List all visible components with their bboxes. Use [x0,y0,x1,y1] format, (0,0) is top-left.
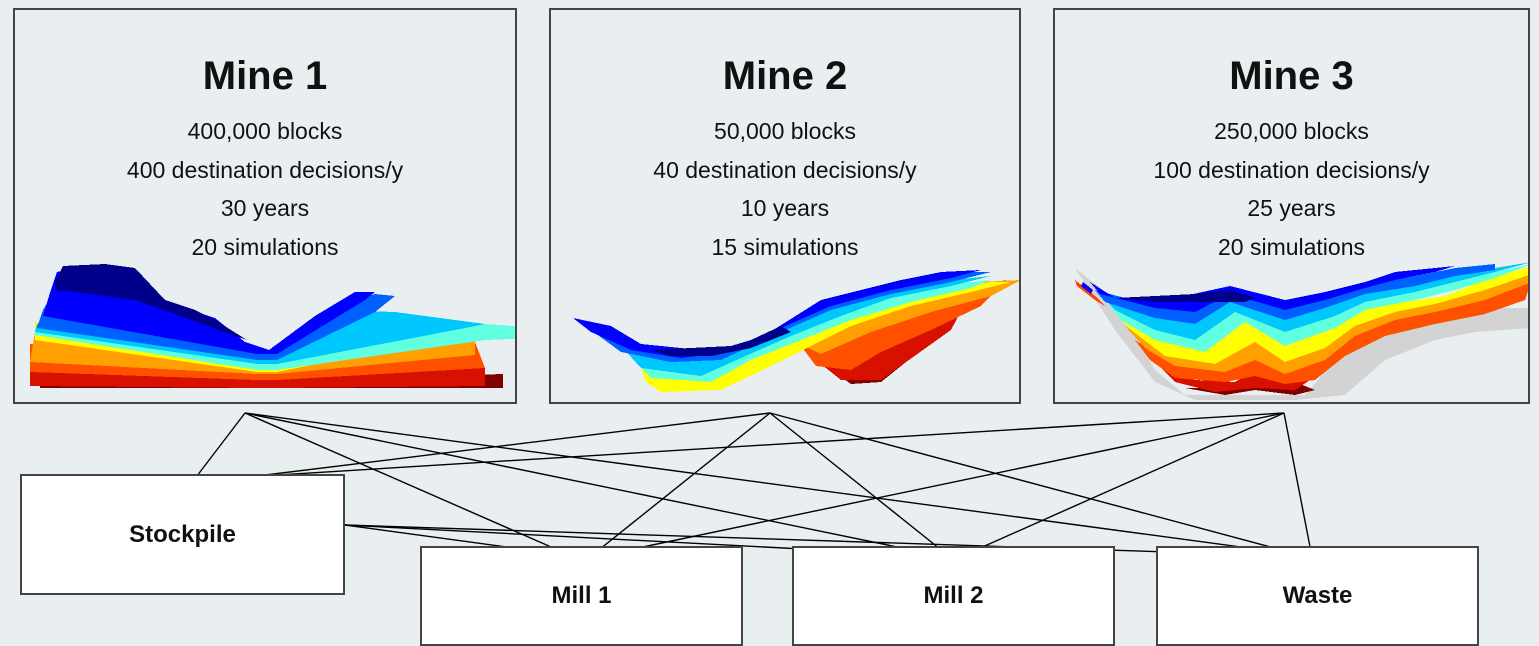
mine-decisions: 40 destination decisions/y [653,156,917,183]
arrow-mine1-mill2 [244,412,947,561]
mine-years: 10 years [740,195,830,221]
mine-3-pit-section [1075,262,1528,400]
arrow-mine3-mill2 [959,412,1285,558]
mine-blocks: 250,000 blocks [1214,118,1369,144]
stockpile-label: Stockpile [129,520,236,548]
mine-stats: 250,000 blocks 100 destination decisions… [1055,112,1528,266]
mine-1-pit-section [30,264,515,388]
arrow-mine3-mill1 [594,412,1285,561]
mill-1-box: Mill 1 [420,546,743,646]
mine-stats: 400,000 blocks 400 destination decisions… [15,112,515,266]
mine-title: Mine 2 [722,54,848,98]
mine-2-panel: Mine 2 50,000 blocks 40 destination deci… [549,8,1021,404]
mine-stats: 50,000 blocks 40 destination decisions/y… [551,112,1019,266]
mine-title: Mine 1 [202,54,328,98]
mine-years: 25 years [1247,195,1336,221]
mine-title: Mine 3 [1229,54,1354,98]
stockpile-box: Stockpile [20,474,345,595]
mine-simulations: 20 simulations [1217,233,1366,260]
mine-2-pit-section [573,270,1019,392]
mine-blocks: 50,000 blocks [714,118,856,144]
mill-2-label: Mill 2 [923,582,984,609]
arrow-mine2-waste [769,412,1309,560]
mine-simulations: 15 simulations [711,233,859,260]
arrow-mine3-stockpile [195,412,1285,485]
mine-blocks: 400,000 blocks [187,118,343,144]
waste-box: Waste [1156,546,1479,646]
mill-1-label: Mill 1 [551,582,612,609]
mine-simulations: 20 simulations [191,233,339,260]
mine-years: 30 years [220,195,310,221]
arrow-mine3-waste [1283,412,1316,558]
mine-decisions: 400 destination decisions/y [126,156,404,183]
mine-3-panel: Mine 3 250,000 blocks 100 destination de… [1053,8,1530,404]
arrow-mine1-waste [244,412,1316,561]
mine-decisions: 100 destination decisions/y [1153,156,1430,183]
mill-2-box: Mill 2 [792,546,1115,646]
arrow-mine2-mill1 [589,412,771,558]
arrow-mine2-mill2 [769,412,951,558]
waste-label: Waste [1282,582,1353,609]
mine-1-panel: Mine 1 400,000 blocks 400 destination de… [13,8,517,404]
